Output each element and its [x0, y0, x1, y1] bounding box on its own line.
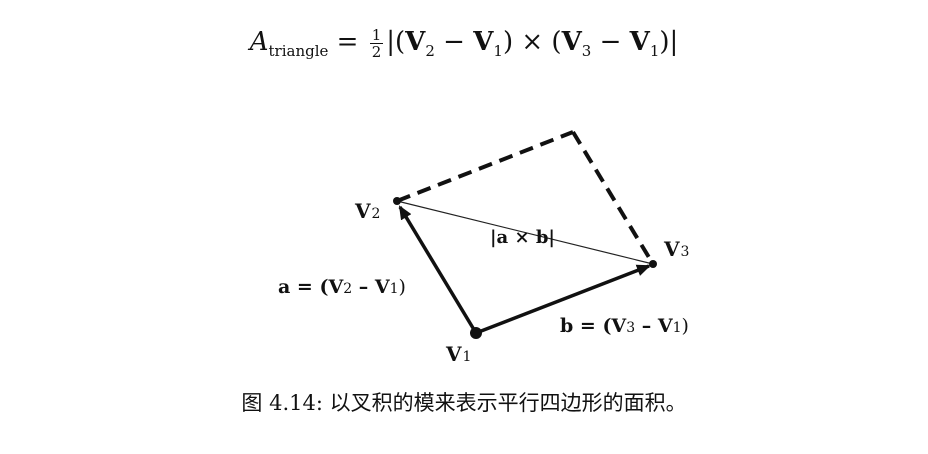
formula-area-subscript: triangle	[268, 42, 329, 60]
formula-open: |(	[386, 27, 406, 57]
label-vector-b-sub1: 3	[626, 320, 635, 336]
vector-a-arrow	[398, 205, 478, 334]
label-vector-a-bold: a	[278, 276, 290, 298]
figure-caption: 图 4.14: 以叉积的模来表示平行四边形的面积。	[241, 391, 687, 415]
label-v1: V1	[445, 342, 471, 366]
vertex-v3-dot	[649, 260, 657, 268]
vector-b-arrow	[475, 264, 651, 335]
label-vector-b-rest: = (V	[573, 315, 627, 337]
label-vector-a-rest: = (V	[290, 276, 344, 298]
label-v3: V3	[663, 237, 689, 261]
label-vector-b-end: )	[682, 315, 689, 337]
label-v2: V2	[354, 199, 380, 223]
label-vector-a-mid: – V	[352, 276, 391, 298]
label-vector-b: b = (V3 – V1)	[560, 315, 689, 337]
dashed-edge-right	[571, 130, 655, 266]
vertex-v1-dot	[470, 327, 482, 339]
formula-v1-b-sub: 1	[649, 42, 660, 60]
label-v2-main: V	[354, 199, 371, 223]
label-vector-b-mid: – V	[635, 315, 674, 337]
formula-v3-sub: 3	[581, 42, 592, 60]
dashed-edge-top	[396, 130, 574, 203]
label-v3-sub: 3	[681, 244, 690, 260]
vertex-v2-dot	[393, 197, 401, 205]
label-vector-a-sub2: 1	[390, 281, 399, 297]
formula-equals: =	[336, 27, 359, 57]
formula-v1-a-sub: 1	[493, 42, 503, 60]
formula-v2: V	[405, 27, 426, 57]
label-vector-a-sub1: 2	[343, 281, 352, 297]
formula-minus-2: −	[591, 27, 630, 57]
label-vector-b-sub2: 1	[673, 320, 682, 336]
label-cross-product: |a × b|	[490, 227, 555, 248]
formula-v1-b: V	[629, 27, 650, 57]
formula-fraction-numerator: 1	[369, 25, 384, 44]
formula-close: )|	[659, 27, 679, 57]
formula-fraction-denominator: 2	[371, 42, 382, 61]
diagonal-line	[396, 200, 654, 265]
formula-v3: V	[561, 27, 582, 57]
label-vector-b-bold: b	[560, 315, 573, 337]
formula-minus-1: −	[434, 27, 474, 57]
label-v3-main: V	[663, 237, 680, 261]
label-vector-a-end: )	[399, 276, 406, 298]
label-v1-main: V	[445, 342, 462, 366]
formula-mid: ) × (	[502, 27, 562, 57]
formula-v2-sub: 2	[425, 42, 435, 60]
label-v1-sub: 1	[463, 349, 472, 365]
label-vector-a: a = (V2 – V1)	[278, 276, 406, 298]
formula-v1-a: V	[473, 27, 494, 57]
formula-area-symbol: A	[249, 27, 269, 57]
label-v2-sub: 2	[372, 206, 381, 222]
